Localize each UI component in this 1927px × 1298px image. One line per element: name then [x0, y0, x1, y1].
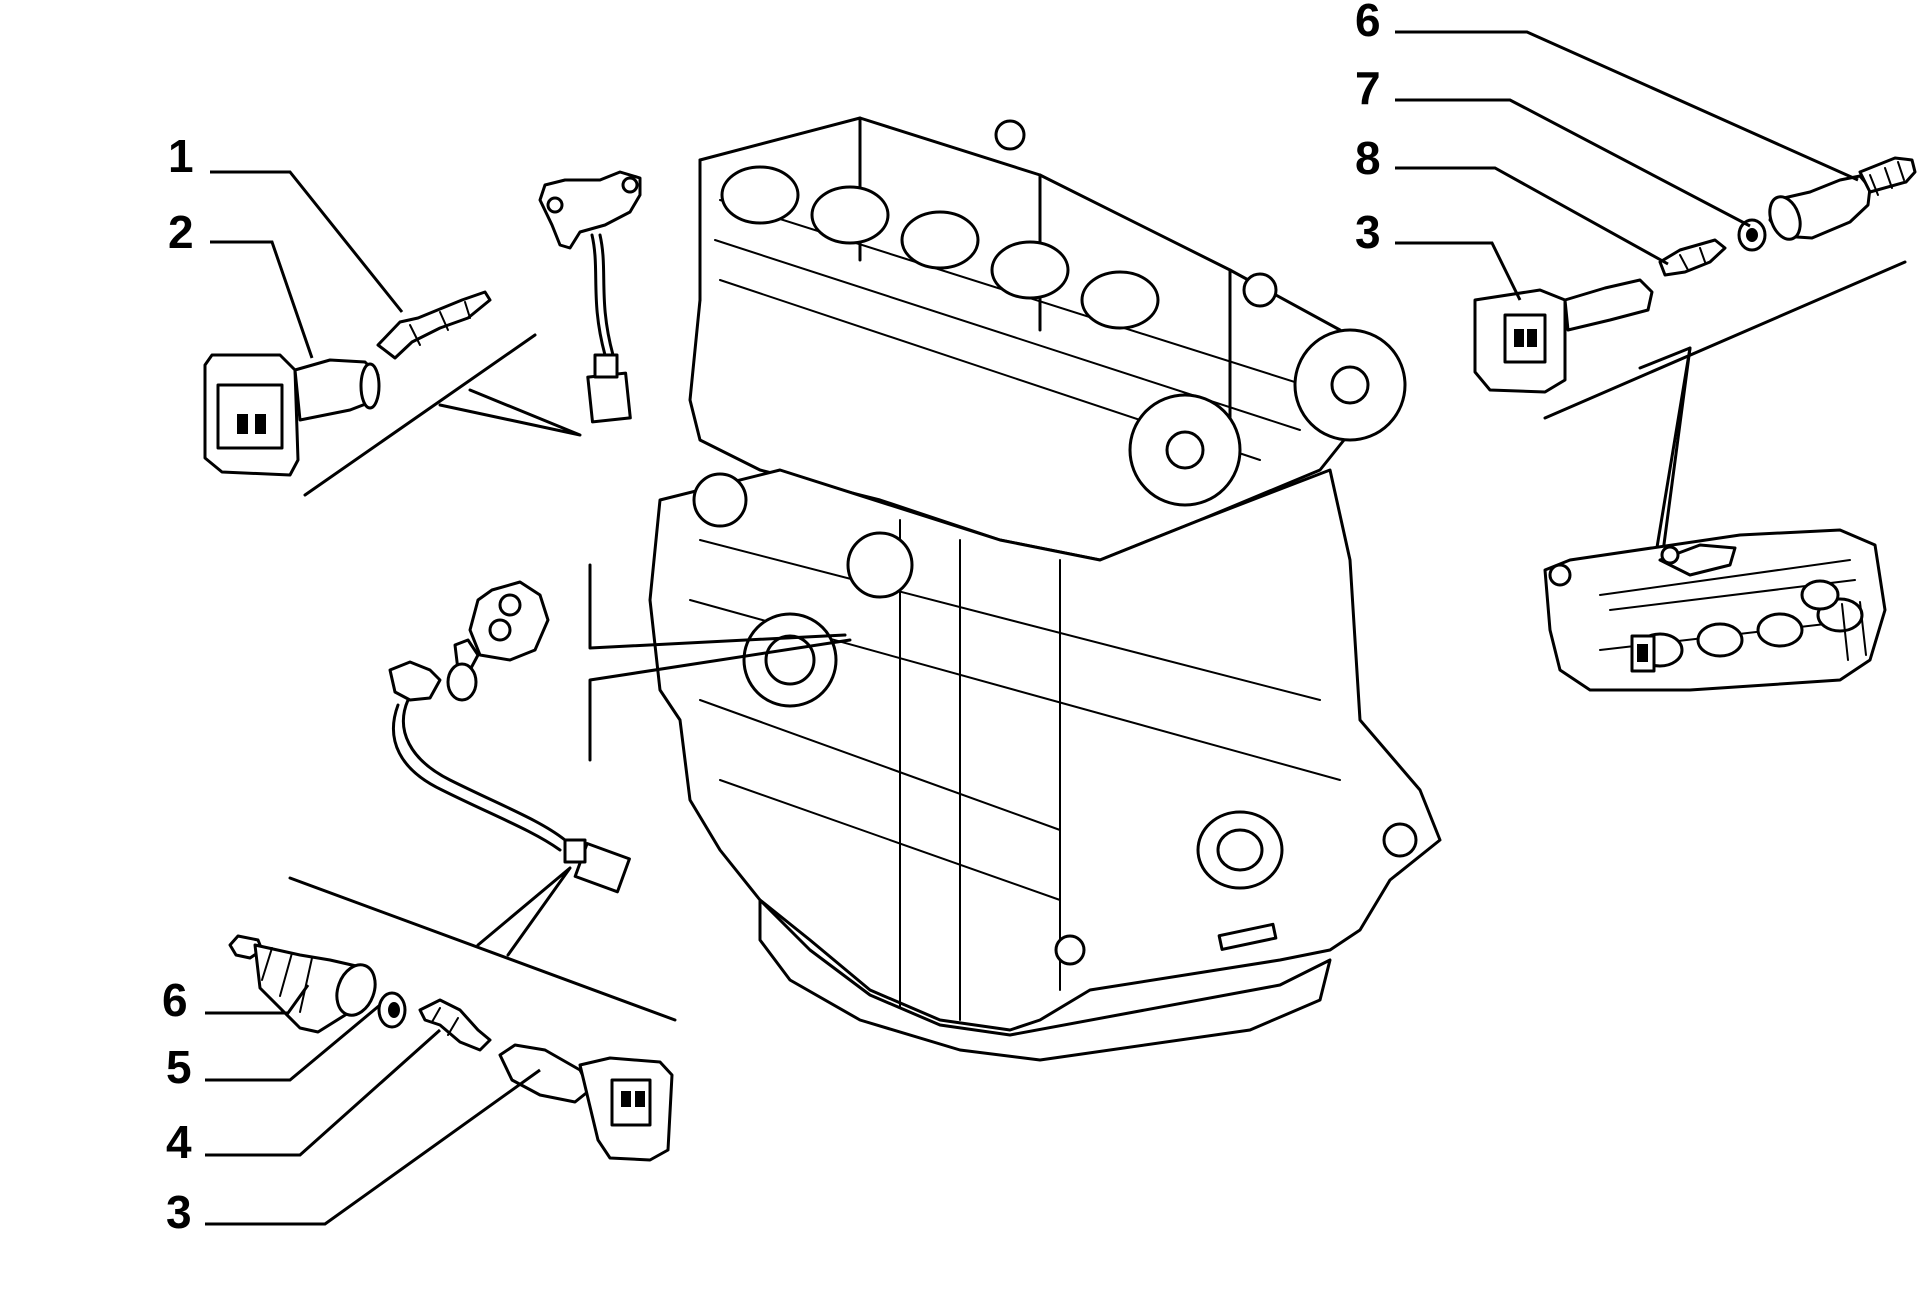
upper-right-parts	[1473, 156, 1917, 394]
leader-top-6	[1395, 30, 1859, 182]
callout-number: 4	[166, 1116, 192, 1168]
callout-number: 2	[168, 206, 194, 258]
callout-number: 8	[1355, 132, 1381, 184]
connector-housing-part-2	[203, 353, 381, 477]
crank-sensor-assembly	[388, 580, 631, 894]
engine-block	[648, 116, 1442, 1062]
leader-top-3	[1395, 241, 1522, 301]
callout-number: 6	[1355, 0, 1381, 46]
leader-bottom-4	[205, 1028, 441, 1157]
callout-number: 1	[168, 130, 194, 182]
leader-1	[210, 170, 404, 313]
callout-labels: 1 2 6 7 8 3 6 5 4 3	[162, 0, 1381, 1238]
callout-number: 3	[1355, 206, 1381, 258]
leader-bottom-6	[205, 984, 310, 1015]
cam-sensor-assembly	[538, 170, 642, 424]
callout-number: 6	[162, 974, 188, 1026]
leader-2	[210, 240, 314, 359]
callout-number: 5	[166, 1041, 192, 1093]
leader-lines	[205, 30, 1859, 1226]
terminal-clip-part-1	[376, 290, 492, 360]
lower-left-parts	[228, 934, 674, 1162]
leader-top-8	[1395, 166, 1669, 266]
leader-bottom-3	[205, 1068, 541, 1226]
leader-bottom-5	[205, 1003, 381, 1082]
callout-number: 7	[1355, 62, 1381, 114]
callout-number: 3	[166, 1186, 192, 1238]
electronic-module	[1543, 528, 1887, 692]
leader-top-7	[1395, 98, 1751, 228]
